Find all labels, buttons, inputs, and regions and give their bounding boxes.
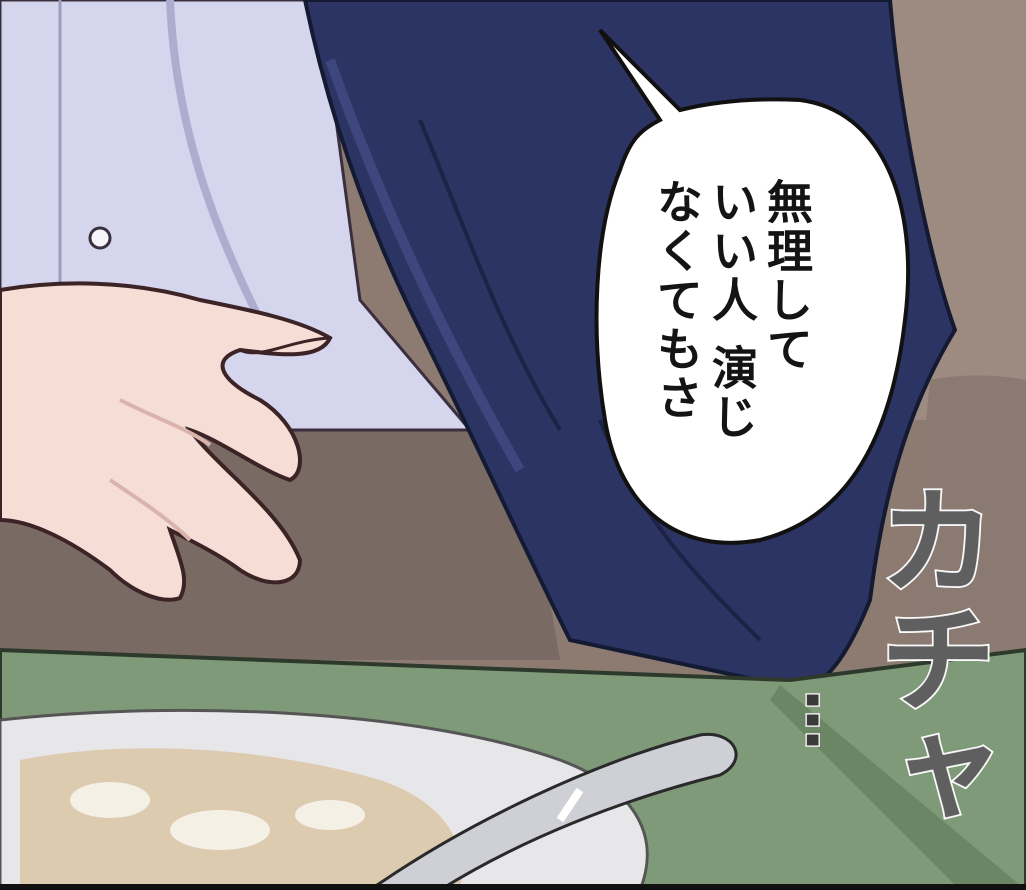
food-piece (70, 782, 150, 818)
knee-shape (900, 375, 1026, 700)
speech-line-1: 無理して (760, 178, 814, 374)
spoon (367, 732, 738, 890)
shirt-button (88, 226, 112, 250)
knuckle-line-2 (108, 478, 192, 542)
hand (0, 281, 333, 602)
speech-line-2: いい人 演じ (705, 178, 759, 443)
sleeve-highlight (325, 58, 525, 473)
knuckle-line (119, 398, 212, 447)
sound-effect-trail: … (791, 689, 864, 752)
speech-bubble (594, 28, 910, 545)
panel-bottom-border (0, 884, 1026, 890)
shirt-fold (166, 0, 264, 322)
table-edge (770, 685, 1026, 890)
hand-shape (0, 281, 333, 602)
spoon-shine (556, 787, 584, 823)
speech-line-3: なくてもさ (650, 178, 704, 423)
thumb-line (239, 336, 331, 355)
sleeve-fold (418, 119, 562, 432)
food-piece-3 (295, 800, 365, 830)
sound-effect-kacha: カチャ (856, 478, 998, 836)
food-piece-2 (170, 810, 270, 850)
